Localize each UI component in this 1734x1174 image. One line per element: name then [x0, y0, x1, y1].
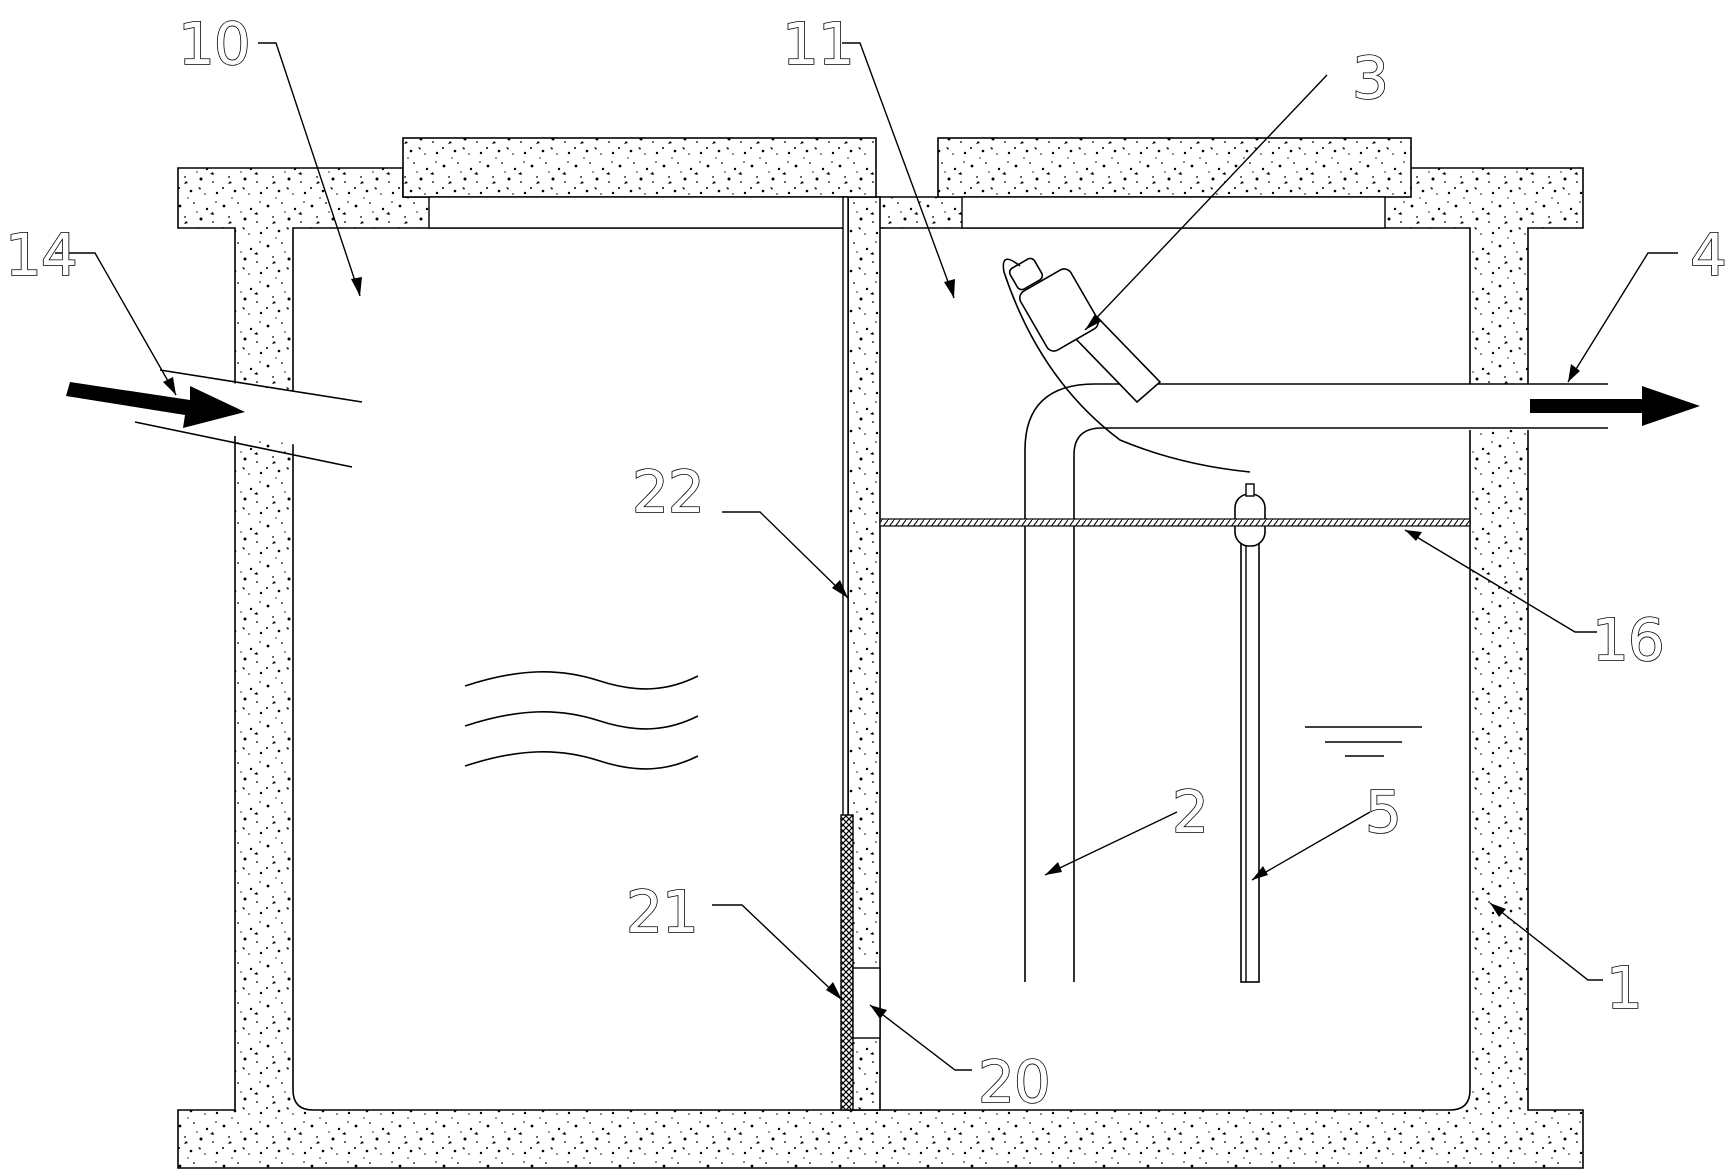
label-4: 4	[1690, 221, 1726, 289]
label-5: 5	[1365, 778, 1401, 846]
outlet-pipe	[1024, 383, 1608, 982]
filter-mesh	[840, 814, 854, 1111]
water-wave-symbol	[464, 671, 699, 770]
opening-right	[961, 196, 1386, 229]
opening-left	[428, 196, 849, 229]
label-2: 2	[1172, 778, 1208, 846]
label-20: 20	[978, 1048, 1050, 1116]
label-3: 3	[1352, 44, 1388, 112]
inlet-pipe-gap	[226, 383, 304, 445]
pump-device	[1008, 257, 1162, 404]
pump-cable	[1002, 258, 1251, 473]
label-14: 14	[5, 221, 77, 289]
leader-lines	[55, 42, 1678, 1071]
float-guide-rod	[1240, 529, 1260, 983]
outlet-pipe-wall-gap	[1468, 384, 1530, 430]
outflow-arrow	[1530, 386, 1700, 426]
cover-slab-right	[937, 137, 1412, 198]
label-16: 16	[1592, 606, 1664, 674]
label-22: 22	[632, 458, 704, 526]
cover-slab-left	[402, 137, 877, 198]
inflow-arrow	[66, 382, 245, 428]
label-10: 10	[178, 10, 250, 78]
label-21: 21	[626, 878, 698, 946]
leader-arrowheads	[163, 277, 1580, 1019]
baffle-plate	[842, 196, 849, 818]
inlet-pipe	[159, 369, 363, 403]
label-11: 11	[782, 10, 854, 78]
flow-opening	[852, 967, 881, 1039]
label-1: 1	[1606, 954, 1642, 1022]
hatched-grid-plate	[879, 518, 1471, 527]
water-level-symbol	[1305, 726, 1422, 757]
